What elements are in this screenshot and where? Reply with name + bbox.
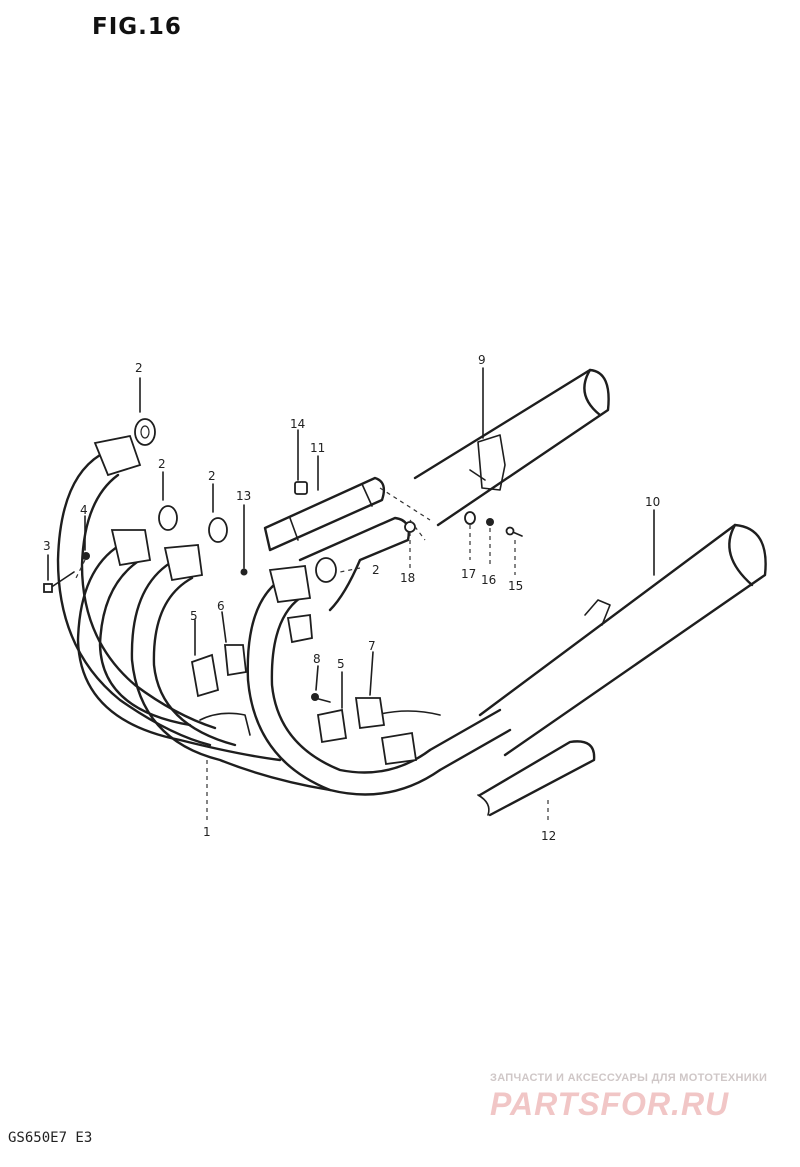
gaskets	[134, 418, 337, 583]
callout-9: 9	[478, 353, 486, 367]
callout-2: 2	[372, 563, 380, 577]
fasteners	[43, 481, 523, 703]
watermark-tagline: ЗАПЧАСТИ И АКСЕССУАРЫ ДЛЯ МОТОТЕХНИКИ	[490, 1072, 768, 1084]
callouts: 2 2 2 2 3 4 1 5 6 5 7 8 13 14 11 9 18 17…	[43, 353, 660, 843]
callout-13: 13	[236, 489, 251, 503]
callout-3: 3	[43, 539, 51, 553]
balance-pipe	[298, 516, 410, 612]
figure-title: FIG.16	[92, 14, 182, 40]
callout-16: 16	[481, 573, 496, 587]
muffler-lower	[478, 523, 767, 757]
callout-2: 2	[158, 457, 166, 471]
callout-12: 12	[541, 829, 556, 843]
exhaust-headers	[56, 453, 512, 796]
leader-lines	[47, 367, 655, 822]
callout-14: 14	[290, 417, 305, 431]
callout-2: 2	[208, 469, 216, 483]
callout-18: 18	[400, 571, 415, 585]
callout-4: 4	[80, 503, 88, 517]
callout-6: 6	[217, 599, 225, 613]
callout-7: 7	[368, 639, 376, 653]
muffler-upper	[413, 368, 610, 527]
model-code: GS650E7 E3	[8, 1130, 93, 1146]
connector-pipe	[263, 476, 386, 552]
tail-pipe	[477, 740, 596, 817]
callout-2: 2	[135, 361, 143, 375]
callout-8: 8	[313, 652, 321, 666]
watermark-logo: PARTSFOR.RU	[490, 1086, 730, 1122]
callout-5: 5	[337, 657, 345, 671]
callout-17: 17	[461, 567, 476, 581]
callout-5: 5	[190, 609, 198, 623]
callout-15: 15	[508, 579, 523, 593]
callout-10: 10	[645, 495, 660, 509]
header-flanges	[93, 434, 312, 603]
callout-11: 11	[310, 441, 325, 455]
connectors-and-clamps	[190, 613, 418, 766]
callout-1: 1	[203, 825, 211, 839]
